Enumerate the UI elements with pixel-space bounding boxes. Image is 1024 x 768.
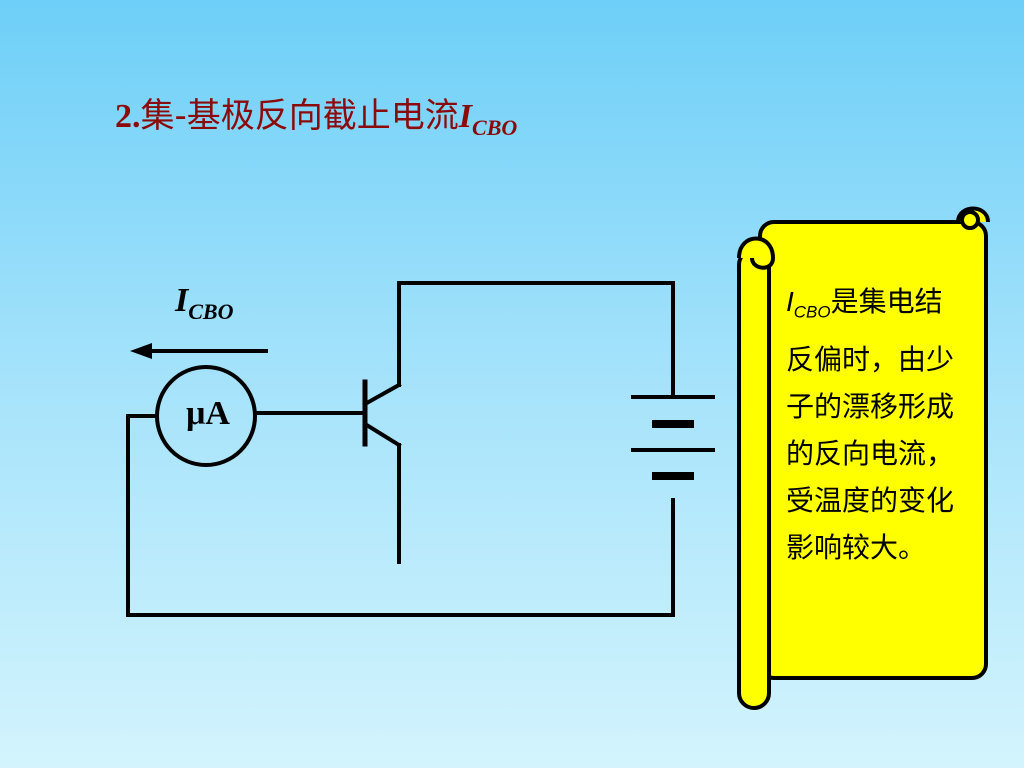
current-label: ICBO [175, 282, 233, 325]
scroll-top-curl-inner [960, 210, 980, 230]
ammeter-label: μA [186, 395, 230, 432]
scroll-left-curl [737, 236, 775, 270]
title-prefix: 2. [115, 98, 141, 135]
transistor-emitter [362, 421, 402, 448]
slide-title: 2.集-基极反向截止电流ICBO [115, 88, 517, 141]
current-arrow-head [130, 343, 152, 359]
scroll-left-rod [737, 248, 771, 710]
current-symbol: I [175, 282, 189, 319]
title-symbol: I [458, 98, 473, 135]
title-subscript: CBO [472, 114, 518, 140]
scroll-note-text: ICBO是集电结反偏时，由少子的漂移形成的反向电流，受温度的变化影响较大。 [786, 278, 966, 571]
note-symbol: I [786, 286, 794, 317]
current-subscript: CBO [188, 298, 234, 324]
note-body: 是集电结反偏时，由少子的漂移形成的反向电流，受温度的变化影响较大。 [786, 285, 955, 564]
wire-left-loop [126, 414, 675, 617]
note-subscript: CBO [793, 302, 831, 322]
ammeter-circle [155, 365, 257, 467]
wire-collector-top [397, 281, 675, 398]
title-text: 集-基极反向截止电流 [140, 96, 459, 136]
transistor-collector [362, 382, 402, 407]
